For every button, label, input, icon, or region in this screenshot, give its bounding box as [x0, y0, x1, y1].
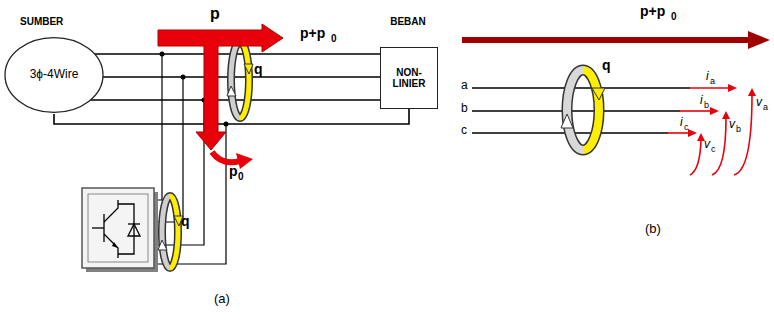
- ellipse-shape: [5, 38, 103, 113]
- diode-symbol: [128, 224, 140, 236]
- inverter-box: [88, 194, 148, 262]
- power-ring: [567, 70, 599, 150]
- transistor-symbol: [92, 227, 104, 228]
- node-text: NON- LINIER: [384, 67, 434, 90]
- subscript: 0: [331, 34, 337, 44]
- current-label: i: [700, 94, 703, 106]
- power-label: p: [229, 164, 238, 178]
- inverter-taps: [155, 54, 162, 200]
- power-ring: [583, 70, 599, 150]
- power-flow-arrow: [462, 31, 770, 49]
- phase-wire: [472, 87, 690, 89]
- node-heading: BEBAN: [372, 16, 444, 27]
- power-ring: [227, 42, 253, 118]
- inverter-box: [82, 188, 158, 272]
- power-ring: [567, 70, 583, 150]
- voltage-arrow: [712, 118, 726, 175]
- phase-wire: [472, 88, 690, 133]
- power-ring: [244, 64, 253, 74]
- voltage-arrowhead: [697, 88, 756, 141]
- power-ring: [231, 42, 240, 118]
- subscript: b: [736, 125, 741, 134]
- power-flow-arrow: [236, 153, 253, 169]
- phase-label: a: [461, 79, 468, 91]
- power-ring: [561, 70, 605, 150]
- subscript: b: [704, 101, 709, 110]
- panel-label: (b): [645, 222, 661, 235]
- voltage-arrowhead: [748, 88, 756, 96]
- source-circle: SUMBER3ϕ-4Wire: [4, 16, 104, 27]
- diode-symbol: [128, 223, 140, 224]
- power-label: p+p: [300, 26, 325, 40]
- box-outline: NON- LINIER: [380, 47, 438, 109]
- power-ring: [162, 196, 170, 268]
- power-ring: [592, 88, 605, 100]
- voltage-label: v: [756, 96, 762, 108]
- transistor-arrow: [112, 242, 118, 248]
- power-ring: [162, 196, 178, 268]
- power-ring: [170, 196, 178, 268]
- voltage-label: v: [704, 138, 710, 150]
- junction-dot: [224, 122, 229, 127]
- ellipse-outline: 3ϕ-4Wire: [4, 36, 104, 114]
- current-label: i: [680, 116, 683, 128]
- power-ring: [158, 240, 167, 250]
- subscript: a: [763, 103, 768, 112]
- voltage-arrow: [690, 95, 752, 175]
- transistor-symbol: [103, 214, 104, 242]
- phase-label: b: [461, 102, 468, 114]
- panel-label: (a): [214, 292, 230, 305]
- voltage-arrowhead: [697, 133, 705, 141]
- power-flow-arrow: [212, 152, 240, 162]
- power-ring: [227, 86, 236, 96]
- node-text: 3ϕ-4Wire: [30, 68, 79, 82]
- voltage-arrow: [734, 95, 752, 175]
- current-label: i: [706, 70, 709, 82]
- power-ring: [158, 196, 183, 268]
- power-ring: [231, 42, 249, 118]
- transistor-symbol: [92, 200, 134, 258]
- load-box: BEBANNON- LINIER: [372, 16, 444, 27]
- voltage-label: v: [729, 118, 735, 130]
- voltage-arrow: [690, 140, 701, 175]
- power-ring: [561, 114, 573, 128]
- current-arrow: [668, 84, 737, 137]
- diode-symbol: [128, 224, 140, 236]
- subscript: 0: [238, 172, 244, 182]
- power-flow-arrow: [158, 24, 283, 150]
- phase-wire: [472, 110, 680, 112]
- subscript: 0: [671, 12, 677, 22]
- transistor-symbol: [104, 234, 118, 258]
- current-arrow: [728, 84, 737, 92]
- junction-dot: [160, 52, 165, 57]
- power-label: p: [210, 6, 220, 22]
- power-flow-arrow: [462, 31, 770, 49]
- junction-dot: [181, 75, 186, 80]
- power-flow-arrow: [158, 24, 283, 169]
- current-arrow: [710, 107, 719, 115]
- subscript: c: [711, 145, 716, 154]
- power-ring: [240, 42, 249, 118]
- voltage-arrowhead: [722, 111, 730, 119]
- reactive-power-label: q: [602, 58, 611, 72]
- reactive-power-label: q: [181, 214, 190, 228]
- power-label: p+p: [640, 4, 665, 18]
- node-heading: SUMBER: [4, 16, 104, 27]
- current-arrow: [688, 129, 697, 137]
- current-arrow: [668, 132, 690, 134]
- subscript: c: [684, 123, 689, 132]
- subscript: a: [710, 77, 715, 86]
- phase-wire: [103, 76, 380, 78]
- reactive-power-label: q: [254, 62, 263, 76]
- current-arrow: [690, 87, 730, 89]
- inverter-box: [82, 188, 154, 268]
- current-arrow: [680, 110, 712, 112]
- phase-label: c: [461, 124, 467, 136]
- transistor-symbol: [104, 200, 118, 222]
